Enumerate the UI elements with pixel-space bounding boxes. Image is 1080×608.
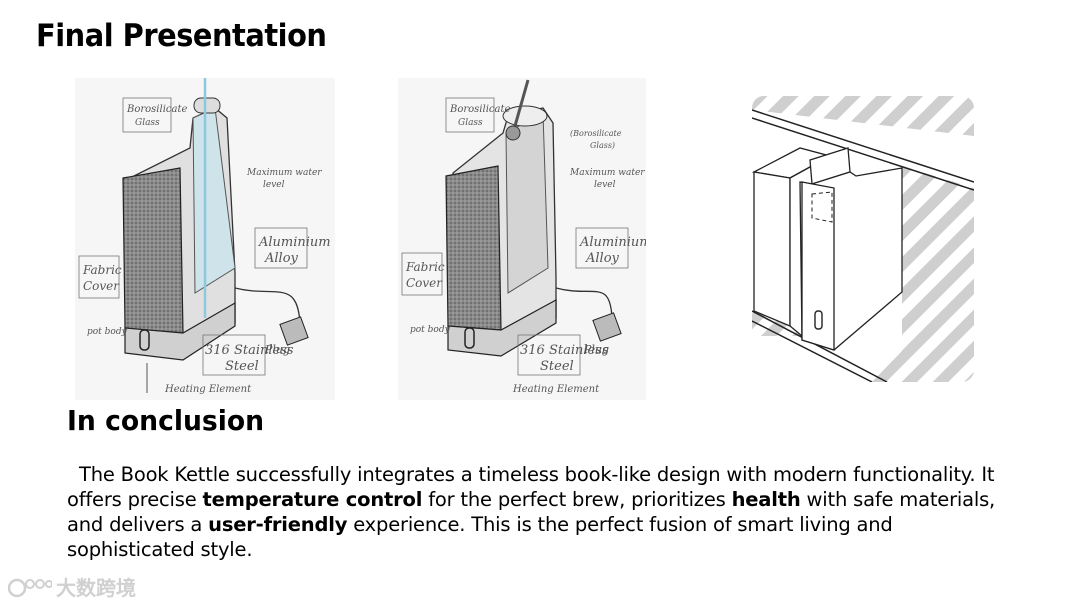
svg-text:Plug: Plug <box>583 343 609 356</box>
svg-text:level: level <box>594 180 616 190</box>
svg-text:Steel: Steel <box>540 359 574 374</box>
slide-title: Final Presentation <box>36 18 326 54</box>
svg-text:Heating Element: Heating Element <box>512 384 600 395</box>
svg-text:Aluminium: Aluminium <box>258 235 331 250</box>
svg-text:Heating Element: Heating Element <box>164 384 252 395</box>
svg-text:Alloy: Alloy <box>585 251 620 266</box>
svg-text:pot body: pot body <box>87 327 128 337</box>
svg-text:Glass: Glass <box>458 118 483 128</box>
svg-text:Aluminium: Aluminium <box>579 235 646 250</box>
svg-text:Borosilicate: Borosilicate <box>449 104 510 115</box>
svg-text:Steel: Steel <box>225 359 259 374</box>
conclusion-text: The Book Kettle successfully integrates … <box>67 462 1017 562</box>
svg-text:Fabric: Fabric <box>405 260 445 274</box>
conclusion-heading: In conclusion <box>67 404 264 437</box>
svg-text:Borosilicate: Borosilicate <box>126 104 187 115</box>
svg-text:Maximum water: Maximum water <box>569 168 645 178</box>
kettle-on-bookshelf-drawing <box>752 96 974 382</box>
svg-text:level: level <box>263 180 285 190</box>
svg-text:(Borosilicate: (Borosilicate <box>570 129 622 138</box>
svg-text:Alloy: Alloy <box>264 251 299 266</box>
svg-text:Fabric: Fabric <box>82 263 122 277</box>
watermark-logo-icon <box>8 576 52 598</box>
svg-text:Cover: Cover <box>83 279 120 293</box>
watermark: 大数跨境 <box>8 572 136 601</box>
svg-text:Plug: Plug <box>264 343 290 356</box>
svg-text:Maximum water: Maximum water <box>246 168 322 178</box>
svg-text:pot body: pot body <box>410 325 451 335</box>
svg-text:Cover: Cover <box>406 276 443 290</box>
watermark-text: 大数跨境 <box>56 572 136 601</box>
svg-text:Glass: Glass <box>135 118 160 128</box>
svg-text:Glass): Glass) <box>590 141 615 150</box>
